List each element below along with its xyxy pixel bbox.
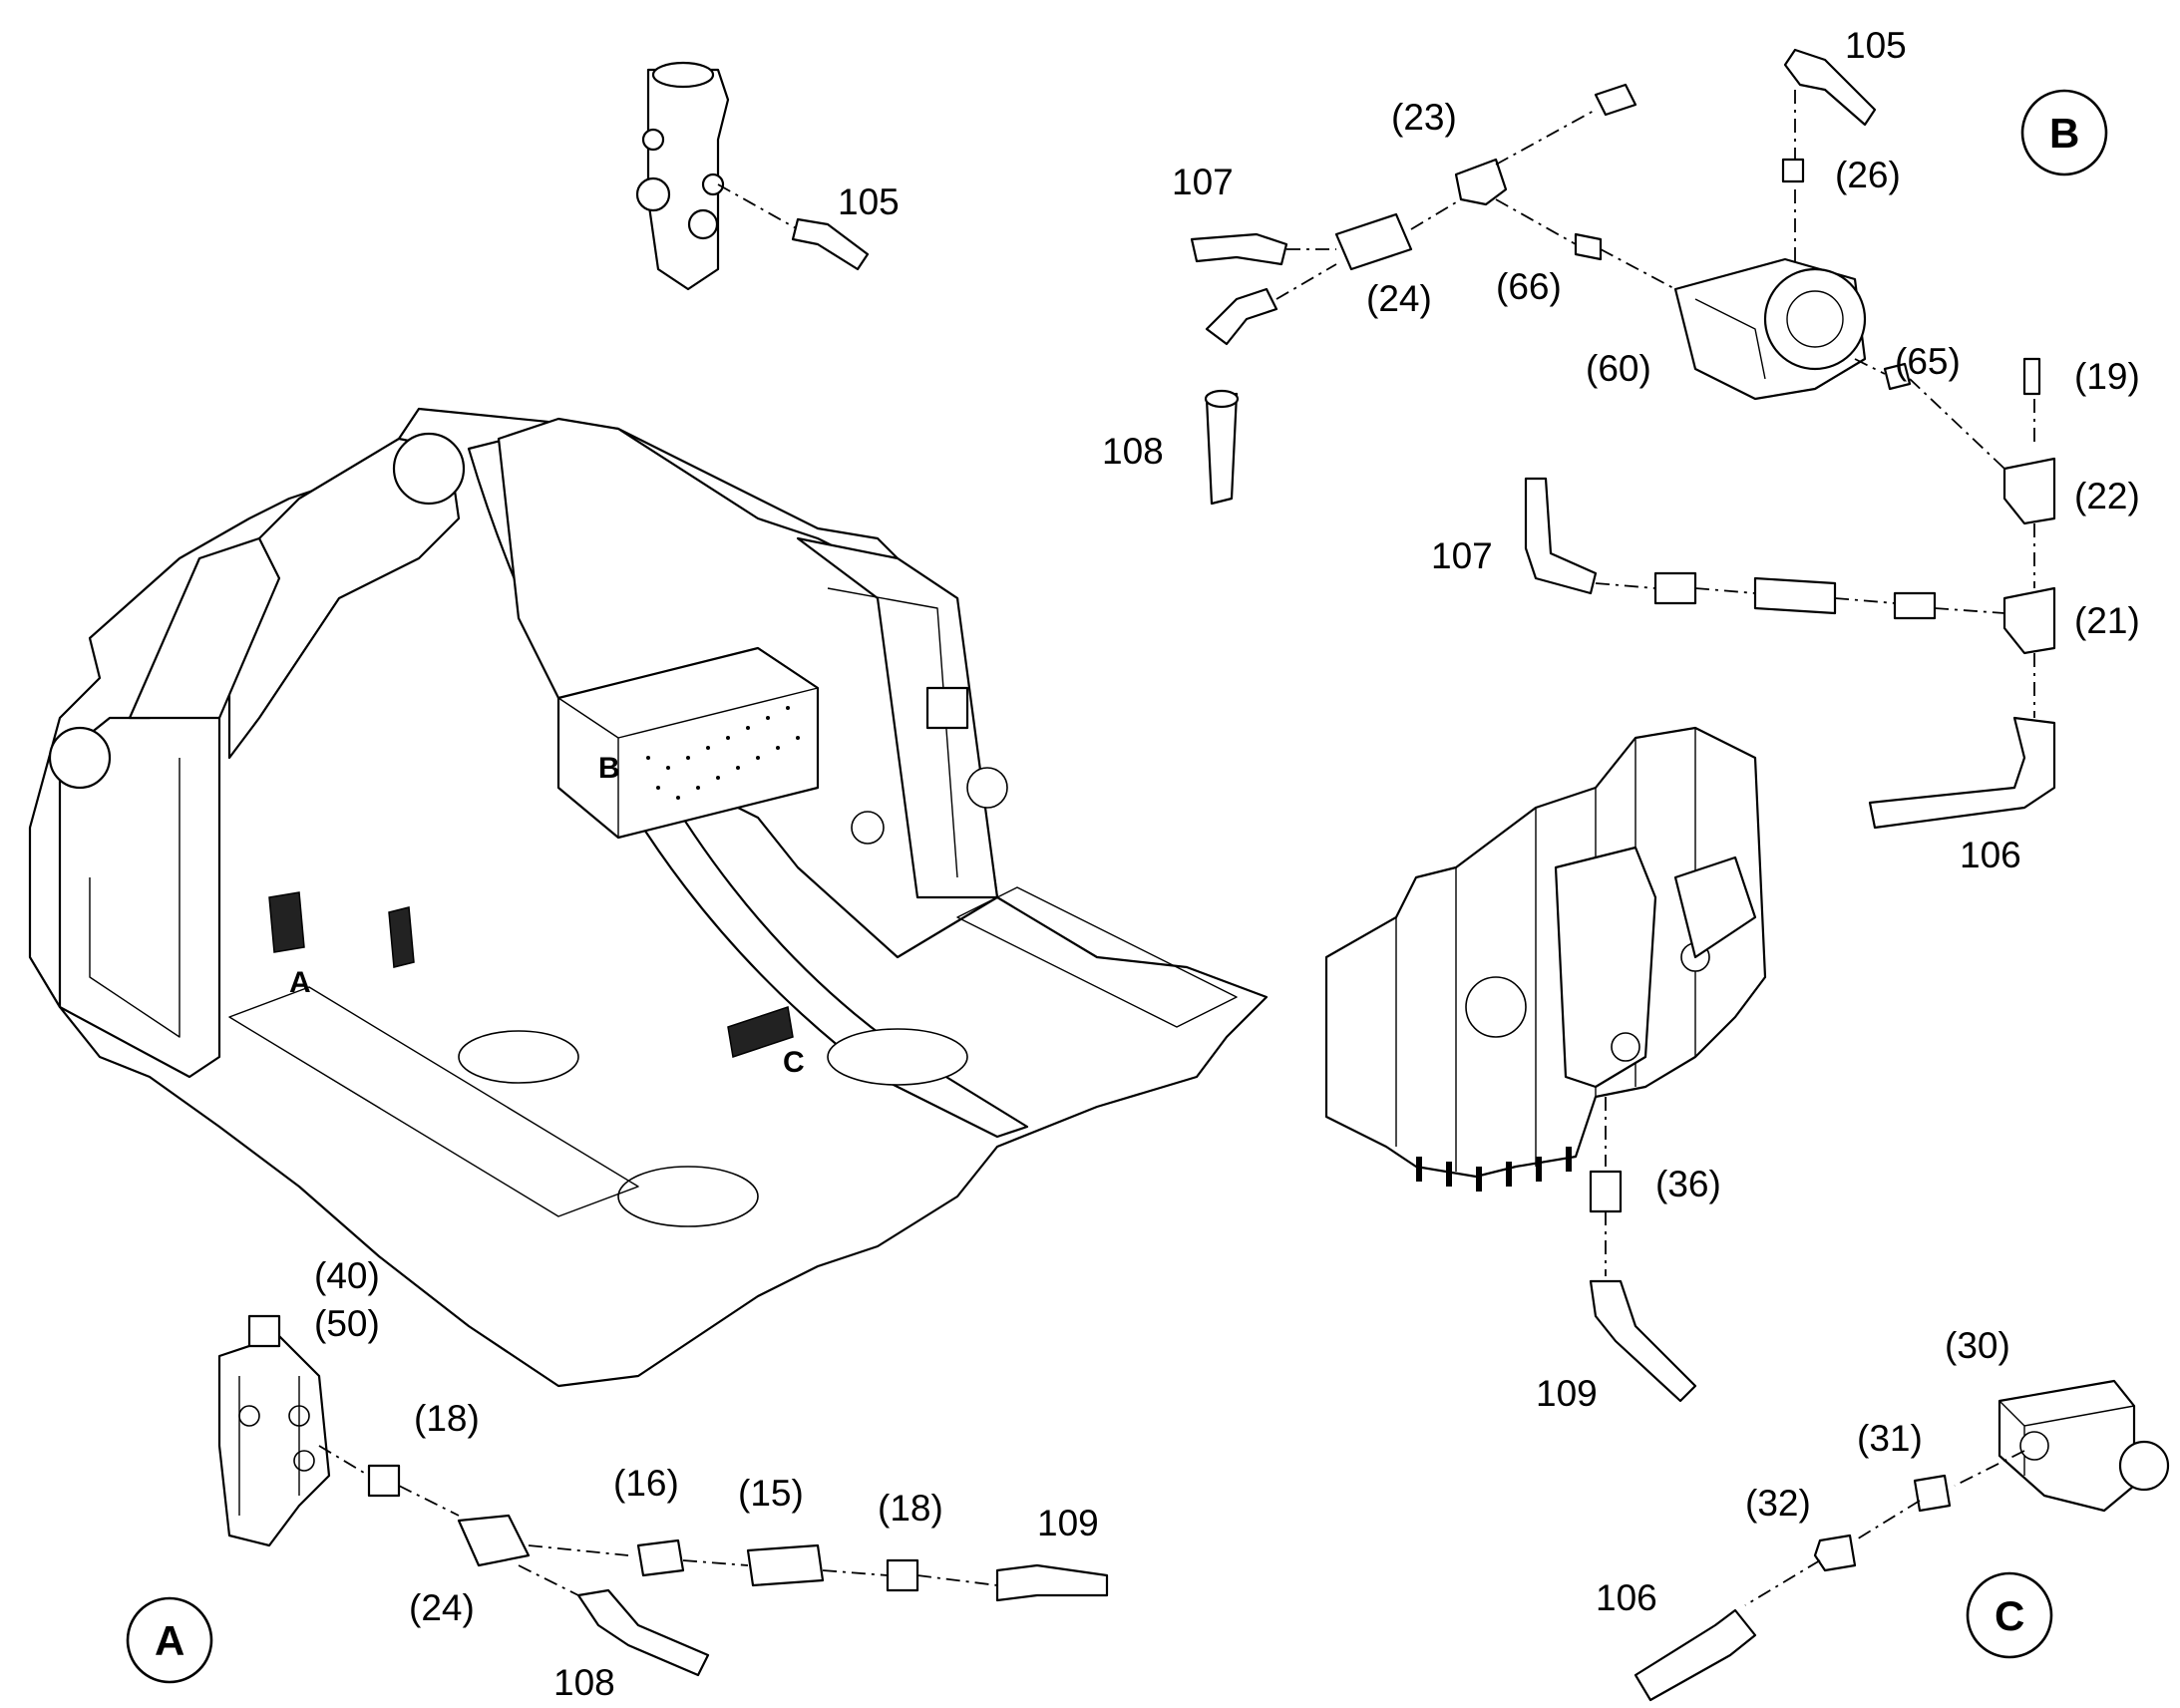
- label-105-b: 105: [1845, 25, 1907, 66]
- label-50-a: (50): [314, 1303, 380, 1344]
- label-106-b: 106: [1960, 835, 2021, 875]
- label-107-b-lower: 107: [1431, 535, 1493, 576]
- label-24-a: (24): [409, 1587, 475, 1628]
- label-66-b: (66): [1496, 266, 1562, 307]
- label-26-b: (26): [1835, 155, 1901, 195]
- label-107-b-upper: 107: [1172, 162, 1234, 202]
- label-65-b: (65): [1895, 341, 1961, 382]
- top-left-detail: 105: [635, 61, 900, 291]
- label-106-c: 106: [1596, 1577, 1657, 1618]
- frame-marker-c: C: [783, 1046, 805, 1079]
- label-32-c: (32): [1745, 1483, 1811, 1524]
- label-30-c: (30): [1945, 1325, 2010, 1366]
- detail-b: B: [1102, 25, 2140, 875]
- label-23-b: (23): [1391, 97, 1457, 138]
- label-22-b: (22): [2074, 476, 2140, 516]
- label-109-a: 109: [1037, 1503, 1099, 1543]
- label-109-main: 109: [1536, 1373, 1598, 1414]
- label-31-c: (31): [1857, 1418, 1923, 1459]
- label-15-a: (15): [738, 1473, 804, 1514]
- detail-c: C (30) (31) (32) 106: [1596, 1325, 2170, 1702]
- label-21-b: (21): [2074, 600, 2140, 641]
- callout-a-ring: [126, 1596, 213, 1684]
- label-108-b: 108: [1102, 431, 1164, 472]
- label-40-a: (40): [314, 1255, 380, 1296]
- callout-a-letter: A: [155, 1617, 184, 1664]
- main-valve-detail: (36) 109: [1324, 726, 1767, 1414]
- detail-a: A (40) (50) (18) (24) (16) (15): [126, 1255, 1109, 1703]
- frame-marker-b: B: [598, 752, 620, 785]
- main-frame: B A C: [28, 407, 1269, 1388]
- label-18-a-left: (18): [414, 1398, 480, 1439]
- label-24-b: (24): [1366, 278, 1432, 319]
- callout-b-ring: [2020, 89, 2108, 176]
- label-60-b: (60): [1586, 348, 1651, 389]
- label-16-a: (16): [613, 1463, 679, 1504]
- callout-c-ring: [1966, 1571, 2053, 1659]
- label-105-top-left: 105: [838, 181, 900, 222]
- label-18-a-right: (18): [878, 1488, 943, 1529]
- frame-marker-a: A: [289, 966, 311, 999]
- callout-b-letter: B: [2049, 110, 2079, 157]
- label-36: (36): [1655, 1164, 1721, 1204]
- callout-c-letter: C: [1995, 1592, 2024, 1639]
- label-108-a: 108: [553, 1662, 615, 1703]
- label-19-b: (19): [2074, 356, 2140, 397]
